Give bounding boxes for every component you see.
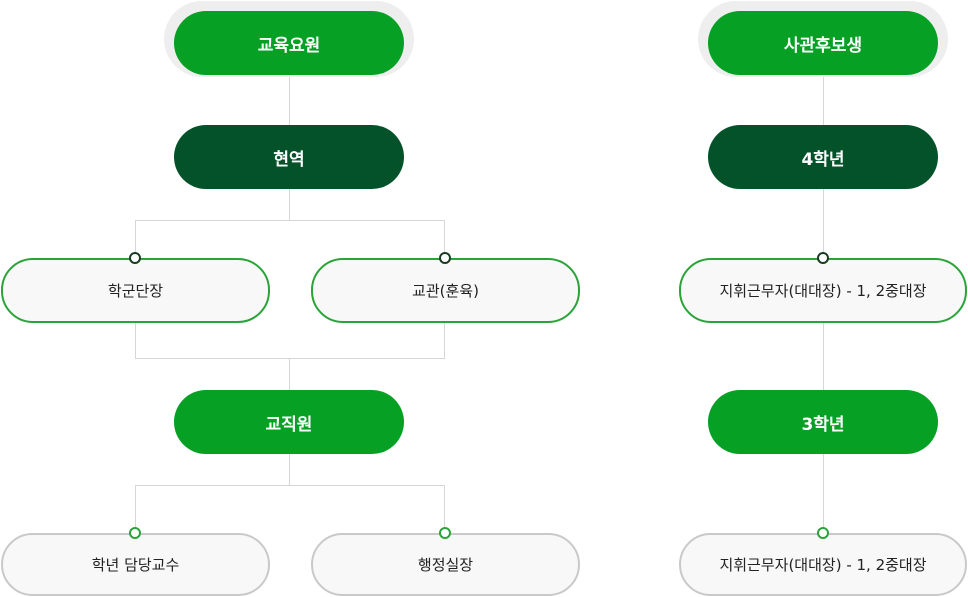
node-faculty: 교직원: [174, 390, 404, 454]
connector-dot-admin-chief: [439, 527, 451, 539]
connector-grade3-role3: [823, 454, 824, 533]
connector-dot-rotc-commander: [129, 252, 141, 264]
connector-dot-instructor: [439, 252, 451, 264]
node-admin-chief: 행정실장: [311, 533, 580, 596]
connector-root-active: [289, 77, 290, 126]
connector-branch-top-bar: [135, 220, 445, 221]
connector-dot-grade-3-commanders: [817, 527, 829, 539]
connector-right-root-grade4: [823, 77, 824, 126]
connector-branch-a-rise: [135, 322, 136, 359]
connector-role4-grade3: [823, 322, 824, 391]
node-officer-candidate: 사관후보생: [708, 11, 938, 75]
node-active-duty: 현역: [174, 125, 404, 189]
connector-leaf-bar: [135, 485, 445, 486]
connector-leaf-b-drop: [444, 485, 445, 533]
connector-active-down: [289, 189, 290, 221]
connector-grade4-role4: [823, 189, 824, 259]
connector-dot-grade-professor: [129, 527, 141, 539]
connector-branch-bottom-bar: [135, 358, 445, 359]
node-grade-4: 4학년: [708, 125, 938, 189]
node-grade-3: 3학년: [708, 390, 938, 454]
connector-branch-b-drop: [444, 220, 445, 258]
connector-dot-grade-4-commanders: [817, 252, 829, 264]
connector-branch-b-rise: [444, 322, 445, 359]
node-instructor: 교관(훈육): [311, 258, 580, 323]
node-grade-professor: 학년 담당교수: [1, 533, 270, 596]
node-rotc-commander: 학군단장: [1, 258, 270, 323]
connector-staff-down: [289, 454, 290, 486]
connector-bar-staff: [289, 358, 290, 391]
node-grade-4-commanders: 지휘근무자(대대장) - 1, 2중대장: [679, 258, 967, 323]
node-education-staff: 교육요원: [174, 11, 404, 75]
connector-branch-a-drop: [135, 220, 136, 258]
node-grade-3-commanders: 지휘근무자(대대장) - 1, 2중대장: [679, 533, 967, 596]
connector-leaf-a-drop: [135, 485, 136, 533]
